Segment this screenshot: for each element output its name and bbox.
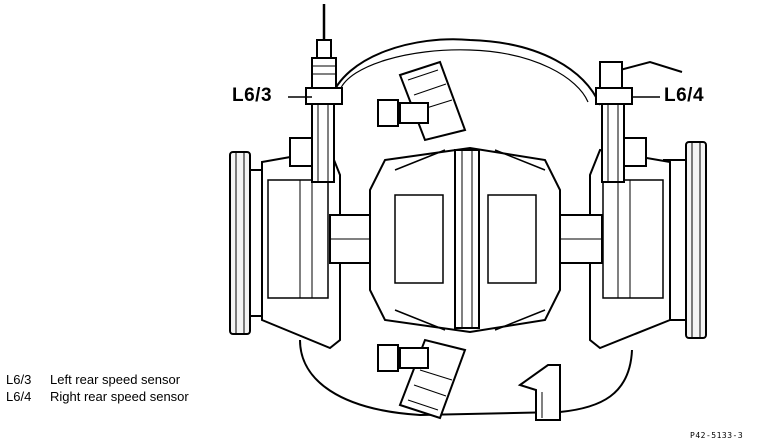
legend-description: Left rear speed sensor: [50, 372, 181, 387]
legend-row-right-sensor: L6/4 Right rear speed sensor: [6, 388, 189, 405]
drain-pipe: [517, 364, 561, 421]
callout-right-speed-sensor: L6/4: [664, 85, 705, 106]
upper-ring-gear: [377, 60, 467, 142]
housing-cover-outline: [329, 38, 601, 106]
legend-row-left-sensor: L6/3 Left rear speed sensor: [6, 371, 189, 388]
left-speed-sensor: [289, 4, 343, 183]
legend-code: L6/3: [6, 372, 32, 387]
legend-code: L6/4: [6, 389, 32, 404]
legend-description: Right rear speed sensor: [50, 389, 189, 404]
figure-id: P42-5133-3: [690, 431, 744, 440]
differential-carrier: [369, 146, 561, 334]
right-speed-sensor: [595, 60, 683, 183]
housing-lower-outline: [299, 339, 633, 417]
right-flange: [663, 141, 707, 339]
callout-left-speed-sensor: L6/3: [232, 85, 273, 106]
lower-ring-gear: [377, 338, 467, 420]
legend: L6/3 Left rear speed sensor L6/4 Right rea…: [6, 371, 189, 405]
